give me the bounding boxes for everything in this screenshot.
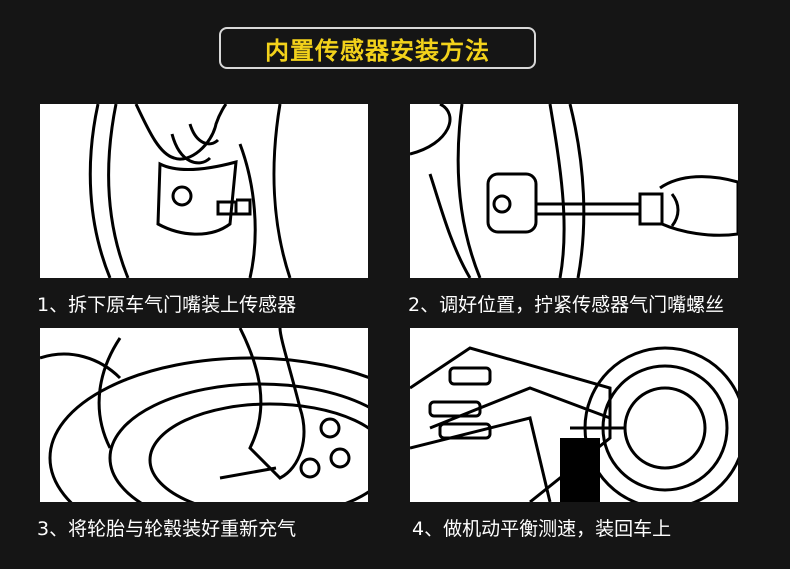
step-1-caption: 1、拆下原车气门嘴装上传感器 [37,294,297,316]
step-2-caption: 2、调好位置，拧紧传感器气门嘴螺丝 [408,294,725,316]
hand-removing-valve-illustration [88,104,292,278]
step-1-image [40,104,368,278]
tire-mounting-illustration [40,328,368,502]
step-4-caption: 4、做机动平衡测速，装回车上 [412,518,672,540]
wheel-balancer-illustration [410,346,738,502]
title-banner: 内置传感器安装方法 [219,27,536,69]
step-4-image [410,328,738,502]
step-3-caption: 3、将轮胎与轮毂装好重新充气 [37,518,297,540]
page-title: 内置传感器安装方法 [265,36,490,65]
step-3-image [40,328,368,502]
step-2-image [410,104,738,278]
wrench-tightening-sensor-illustration [410,104,738,278]
